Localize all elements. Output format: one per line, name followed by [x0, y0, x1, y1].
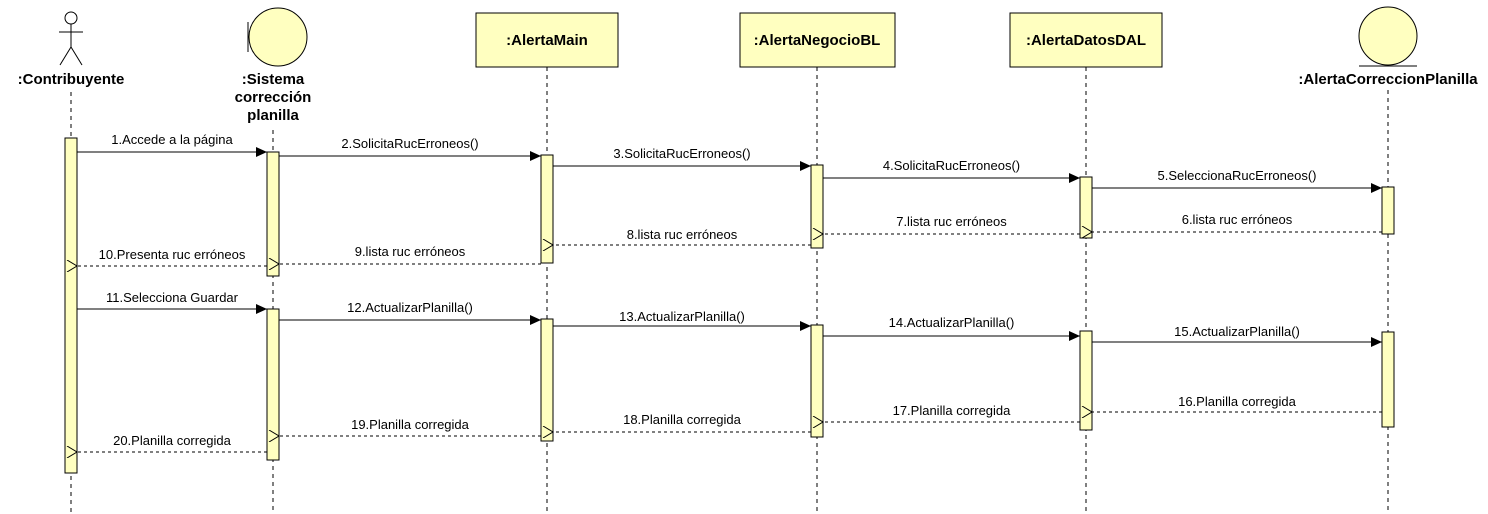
participant-box — [739, 12, 896, 68]
message-label: 11.Selecciona Guardar — [106, 290, 239, 305]
boundary-icon — [247, 7, 308, 67]
message-18: 18.Planilla corregida — [553, 412, 811, 432]
participant-p5: :AlertaDatosDAL — [1009, 12, 1163, 68]
message-16: 16.Planilla corregida — [1092, 394, 1382, 412]
message-label: 15.ActualizarPlanilla() — [1174, 324, 1300, 339]
message-11: 11.Selecciona Guardar — [77, 290, 267, 314]
message-label: 1.Accede a la página — [111, 132, 233, 147]
message-17: 17.Planilla corregida — [823, 403, 1080, 422]
participant-p6: :AlertaCorreccionPlanilla — [1298, 6, 1478, 88]
message-label: 2.SolicitaRucErroneos() — [341, 136, 478, 151]
message-label: 13.ActualizarPlanilla() — [619, 309, 745, 324]
participant-name: :Sistema — [242, 71, 305, 88]
message-1: 1.Accede a la página — [77, 132, 267, 157]
message-2: 2.SolicitaRucErroneos() — [279, 136, 541, 161]
message-12: 12.ActualizarPlanilla() — [279, 300, 541, 325]
participant-p3: :AlertaMain — [475, 12, 619, 68]
message-4: 4.SolicitaRucErroneos() — [823, 158, 1080, 183]
participant-box — [475, 12, 619, 68]
activation-bar — [1079, 330, 1093, 431]
message-label: 14.ActualizarPlanilla() — [889, 315, 1015, 330]
activation-bar — [266, 151, 280, 277]
message-6: 6.lista ruc erróneos — [1092, 212, 1382, 232]
message-label: 5.SeleccionaRucErroneos() — [1158, 168, 1317, 183]
participant-name: :AlertaNegocioBL — [754, 32, 881, 49]
message-3: 3.SolicitaRucErroneos() — [553, 146, 811, 171]
participant-p4: :AlertaNegocioBL — [739, 12, 896, 68]
message-14: 14.ActualizarPlanilla() — [823, 315, 1080, 341]
activation-bar — [1381, 331, 1395, 428]
message-label: 18.Planilla corregida — [623, 412, 742, 427]
message-8: 8.lista ruc erróneos — [553, 227, 811, 245]
participant-name: planilla — [247, 107, 299, 124]
message-label: 9.lista ruc erróneos — [355, 244, 466, 259]
participant-name: :AlertaCorreccionPlanilla — [1298, 71, 1478, 88]
message-19: 19.Planilla corregida — [279, 417, 541, 436]
message-label: 3.SolicitaRucErroneos() — [613, 146, 750, 161]
message-label: 8.lista ruc erróneos — [627, 227, 738, 242]
activation-bar — [266, 308, 280, 461]
participant-name: :AlertaMain — [506, 32, 588, 49]
message-label: 20.Planilla corregida — [113, 433, 232, 448]
activation-bar — [1381, 186, 1395, 235]
message-label: 10.Presenta ruc erróneos — [99, 247, 246, 262]
participant-box — [1009, 12, 1163, 68]
message-10: 10.Presenta ruc erróneos — [77, 247, 267, 266]
activation-bar — [64, 137, 78, 474]
activation-bar — [540, 318, 554, 442]
message-label: 7.lista ruc erróneos — [896, 214, 1007, 229]
participant-name: :AlertaDatosDAL — [1026, 32, 1146, 49]
message-15: 15.ActualizarPlanilla() — [1092, 324, 1382, 347]
participant-p1: :Contribuyente — [18, 11, 125, 88]
activation-bar — [1079, 176, 1093, 239]
message-13: 13.ActualizarPlanilla() — [553, 309, 811, 331]
activation-bar — [810, 164, 824, 249]
message-label: 19.Planilla corregida — [351, 417, 470, 432]
message-20: 20.Planilla corregida — [77, 433, 267, 452]
message-label: 12.ActualizarPlanilla() — [347, 300, 473, 315]
activation-bar — [540, 154, 554, 264]
message-5: 5.SeleccionaRucErroneos() — [1092, 168, 1382, 193]
message-label: 16.Planilla corregida — [1178, 394, 1297, 409]
message-label: 17.Planilla corregida — [893, 403, 1012, 418]
actor-icon — [59, 11, 83, 66]
participant-name: :Contribuyente — [18, 71, 125, 88]
message-label: 6.lista ruc erróneos — [1182, 212, 1293, 227]
activation-bar — [810, 324, 824, 438]
message-7: 7.lista ruc erróneos — [823, 214, 1080, 234]
entity-icon — [1358, 6, 1418, 67]
message-9: 9.lista ruc erróneos — [279, 244, 541, 264]
message-label: 4.SolicitaRucErroneos() — [883, 158, 1020, 173]
participant-name: corrección — [235, 89, 312, 106]
